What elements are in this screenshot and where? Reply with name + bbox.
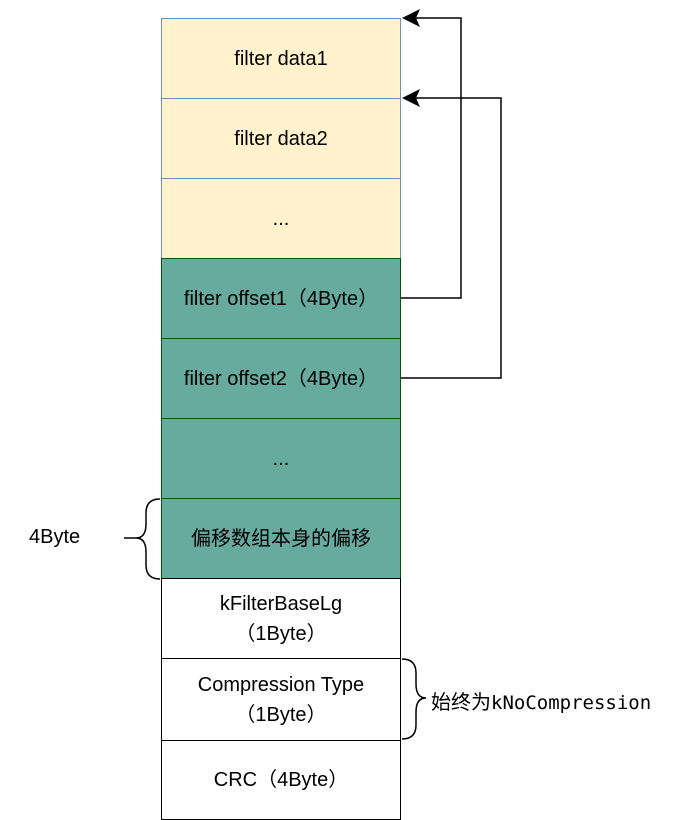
offset-array-offset-block: 偏移数组本身的偏移 [161, 498, 401, 579]
compression-type-label: Compression Type （1Byte） [197, 673, 365, 726]
crc-label: CRC（4Byte） [213, 769, 349, 791]
offset-array-offset-label: 偏移数组本身的偏移 [191, 527, 371, 550]
filter-base-lg-label: kFilterBaseLg （1Byte） [219, 592, 343, 645]
left-size-brace [135, 498, 161, 580]
filter-offset1-label: filter offset1（4Byte） [183, 287, 379, 310]
offset1-to-data1-connector [401, 17, 462, 299]
filter-offset-ellipsis-block: ... [161, 418, 401, 499]
compression-brace [401, 658, 427, 740]
filter-offset1-block: filter offset1（4Byte） [161, 258, 401, 339]
filter-offset2-block: filter offset2（4Byte） [161, 338, 401, 419]
crc-block: CRC（4Byte） [161, 740, 401, 820]
filter-data-ellipsis-label: ... [272, 207, 290, 230]
filter-data2-label: filter data2 [234, 127, 328, 150]
filter-data-ellipsis-block: ... [161, 178, 401, 259]
compression-note-prefix: 始终为 [431, 692, 491, 714]
filter-data2-block: filter data2 [161, 98, 401, 179]
offset2-arrowhead [402, 89, 420, 107]
offset1-arrowhead [402, 9, 420, 27]
filter-data1-block: filter data1 [161, 18, 401, 99]
filter-offset2-label: filter offset2（4Byte） [183, 367, 379, 390]
filter-data1-label: filter data1 [234, 47, 328, 70]
compression-note: 始终为kNoCompression [431, 686, 651, 715]
offset2-to-data2-connector [401, 97, 502, 379]
filter-offset-ellipsis-label: ... [272, 447, 290, 470]
compression-note-code: kNoCompression [491, 692, 652, 714]
filter-base-lg-block: kFilterBaseLg （1Byte） [161, 578, 401, 659]
left-size-label: 4Byte [29, 526, 81, 548]
